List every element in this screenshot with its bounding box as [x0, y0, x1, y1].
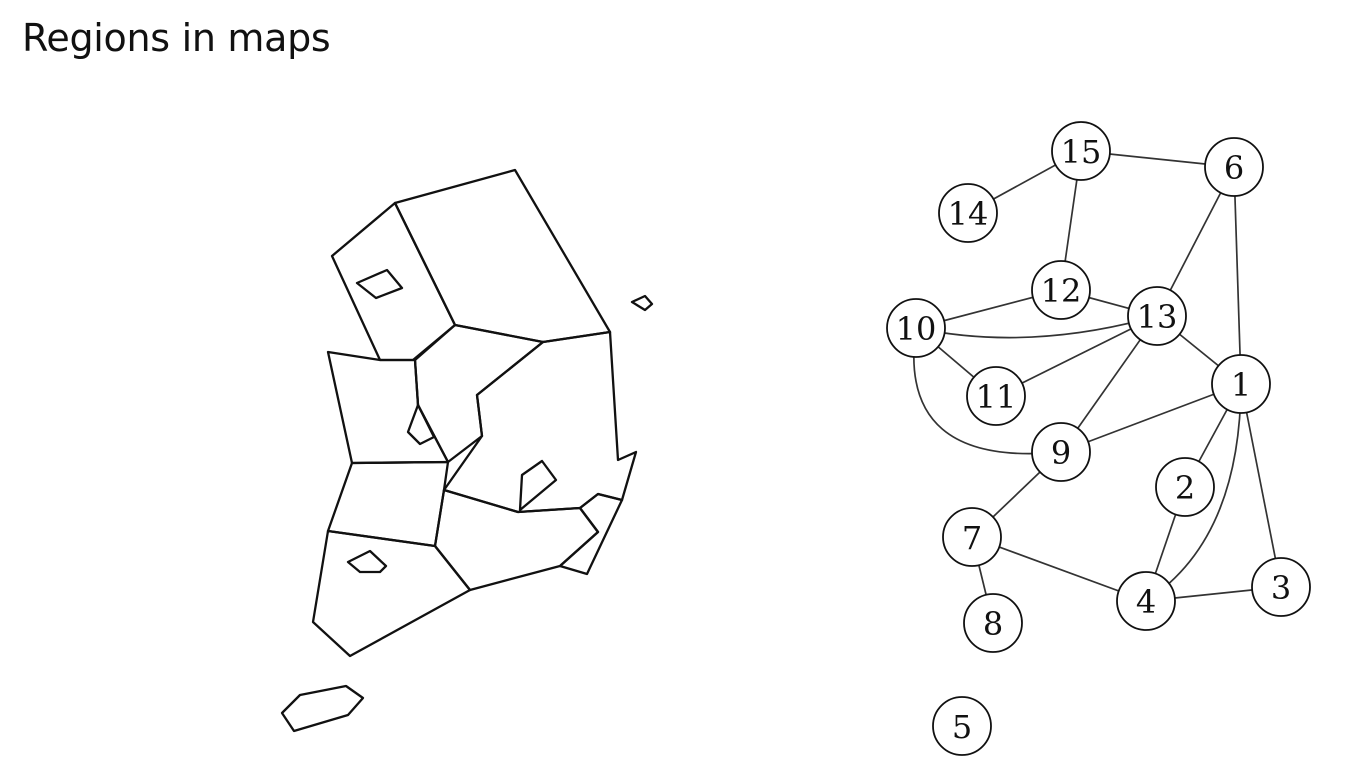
graph-node-15: 15 — [1051, 121, 1111, 181]
graph-node-label: 6 — [1224, 149, 1244, 187]
graph-node-circle — [886, 298, 946, 358]
graph-node-8: 8 — [963, 593, 1023, 653]
graph-node-label: 5 — [952, 708, 972, 746]
graph-node-label: 10 — [896, 310, 937, 348]
graph-edge-1-3 — [1240, 383, 1282, 588]
graph-node-label: 11 — [976, 378, 1017, 416]
map-enclave-central — [406, 403, 436, 446]
slide-title: Regions in maps — [22, 16, 331, 60]
graph-node-circle — [942, 507, 1002, 567]
map-region-northwest — [330, 201, 457, 362]
graph-node-2: 2 — [1155, 457, 1215, 517]
map-enclave-northwest — [355, 268, 404, 300]
graph-edge-4-7 — [971, 536, 1147, 602]
map-region-southwest — [311, 529, 472, 658]
graph-node-circle — [1251, 557, 1311, 617]
graph-node-label: 13 — [1137, 298, 1178, 336]
graph-node-label: 1 — [1231, 366, 1251, 404]
graph-node-circle — [1031, 422, 1091, 482]
graph-node-circle — [1051, 121, 1111, 181]
graph-node-circle — [1211, 354, 1271, 414]
graph-node-14: 14 — [938, 183, 998, 243]
map-island-south — [280, 684, 365, 733]
graph-node-11: 11 — [966, 366, 1026, 426]
graph-node-4: 4 — [1116, 571, 1176, 631]
graph-node-circle — [1116, 571, 1176, 631]
graph-edge-10-9 — [913, 327, 1062, 455]
graph-node-label: 15 — [1061, 133, 1102, 171]
graph-node-circle — [938, 183, 998, 243]
graph-node-circle — [932, 696, 992, 756]
map-region-east — [442, 330, 638, 514]
graph-node-circle — [1031, 260, 1091, 320]
graph-edge-6-1 — [1233, 166, 1242, 385]
graph-node-label: 12 — [1041, 272, 1082, 310]
map-enclave-east — [518, 459, 558, 512]
graph-node-9: 9 — [1031, 422, 1091, 482]
graph-node-label: 2 — [1175, 469, 1195, 507]
graph-node-label: 4 — [1136, 583, 1156, 621]
graph-node-label: 7 — [962, 519, 982, 557]
graph-node-circle — [966, 366, 1026, 426]
map-enclave-southwest — [346, 549, 388, 574]
graph-edge-11-13 — [995, 315, 1158, 397]
graph-node-3: 3 — [1251, 557, 1311, 617]
graph-edge-9-1 — [1060, 383, 1242, 453]
graph-node-13: 13 — [1127, 286, 1187, 346]
graph-node-circle — [963, 593, 1023, 653]
graph-node-circle — [1204, 137, 1264, 197]
graph-node-label: 14 — [948, 195, 989, 233]
graph-node-label: 3 — [1271, 569, 1291, 607]
graph-node-5: 5 — [932, 696, 992, 756]
graph-node-circle — [1127, 286, 1187, 346]
graph-node-label: 9 — [1051, 434, 1071, 472]
map-region-southeast — [558, 492, 624, 576]
region-map — [280, 168, 654, 733]
graph-node-circle — [1155, 457, 1215, 517]
graph-node-10: 10 — [886, 298, 946, 358]
map-region-northeast — [393, 168, 612, 344]
graph-node-12: 12 — [1031, 260, 1091, 320]
graph-node-label: 8 — [983, 605, 1003, 643]
graph-node-7: 7 — [942, 507, 1002, 567]
map-region-west-central — [326, 350, 450, 465]
graph-node-1: 1 — [1211, 354, 1271, 414]
graph-node-6: 6 — [1204, 137, 1264, 197]
map-island-east — [630, 294, 654, 312]
